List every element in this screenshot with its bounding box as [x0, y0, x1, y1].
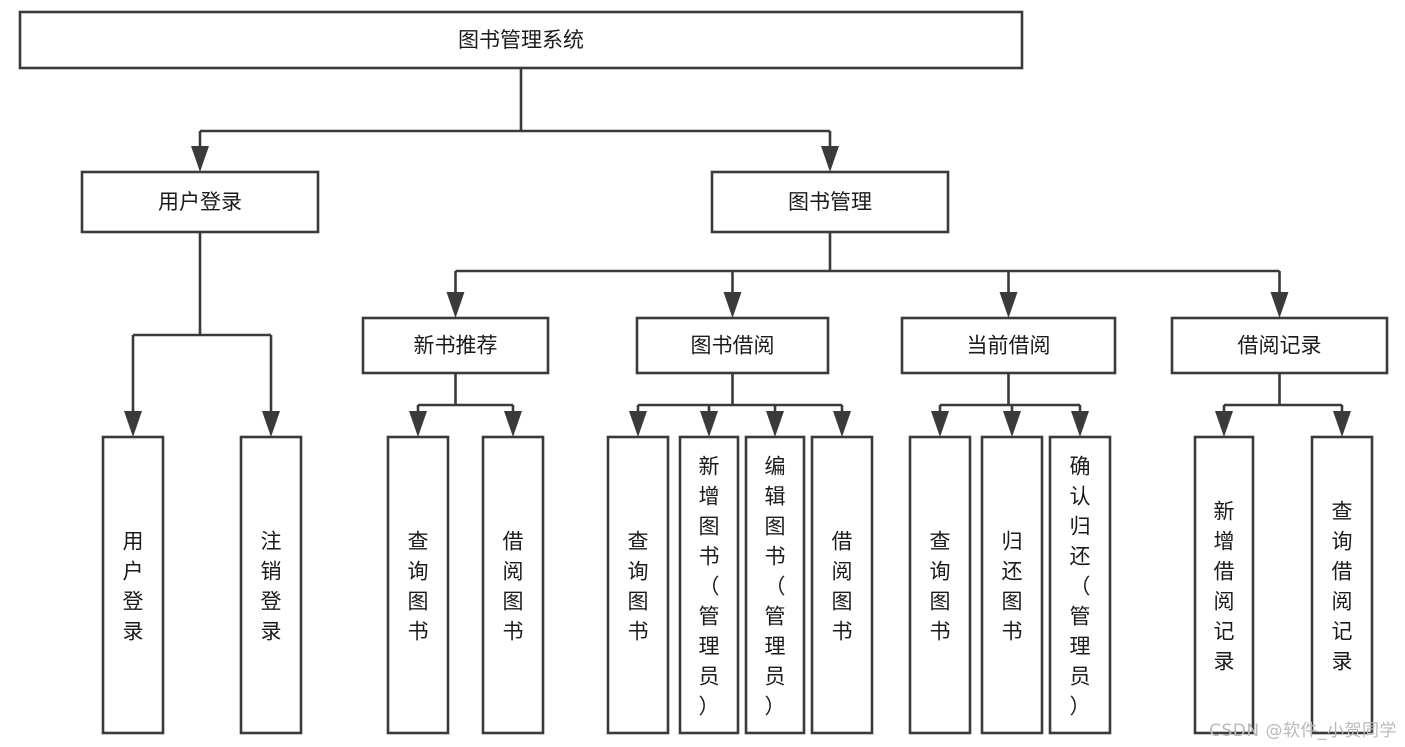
arrow-head-icon — [821, 146, 839, 172]
node-box[interactable] — [361, 316, 550, 375]
arrow-head-icon — [1333, 411, 1351, 437]
node-root[interactable]: 图书管理系统 — [18, 10, 1024, 70]
node-leaf_logout_login[interactable]: 注销登录 — [239, 435, 303, 735]
node-leaf_edit_book[interactable]: 编辑图书（管理员） — [744, 435, 806, 735]
node-book_borrow[interactable]: 图书借阅 — [635, 316, 830, 375]
node-box[interactable] — [1193, 435, 1255, 735]
node-label: 图书借阅 — [691, 334, 775, 358]
node-box[interactable] — [908, 435, 972, 735]
node-box[interactable] — [386, 435, 450, 735]
node-label: 查询图书 — [408, 529, 429, 643]
node-box[interactable] — [101, 435, 165, 735]
node-leaf_query_record[interactable]: 查询借阅记录 — [1310, 435, 1374, 735]
node-label: 新增借阅记录 — [1214, 499, 1235, 673]
node-box[interactable] — [18, 10, 1024, 70]
node-box[interactable] — [1310, 435, 1374, 735]
node-leaf_query_book_1[interactable]: 查询图书 — [386, 435, 450, 735]
arrow-head-icon — [409, 411, 427, 437]
node-leaf_return_book[interactable]: 归还图书 — [980, 435, 1044, 735]
node-label: 编辑图书（管理员） — [765, 454, 786, 718]
arrow-head-icon — [504, 411, 522, 437]
node-label: 查询图书 — [628, 529, 649, 643]
node-label: 新书推荐 — [414, 334, 498, 358]
node-leaf_borrow_book_1[interactable]: 借阅图书 — [481, 435, 545, 735]
node-label: 确认归还（管理员） — [1070, 454, 1091, 718]
arrow-head-icon — [1003, 411, 1021, 437]
node-box[interactable] — [710, 170, 950, 234]
node-leaf_query_book_3[interactable]: 查询图书 — [908, 435, 972, 735]
arrow-head-icon — [833, 411, 851, 437]
node-box[interactable] — [744, 435, 806, 735]
arrow-head-icon — [1270, 292, 1289, 318]
watermark-text: CSDN @软件_小贺同学 — [1209, 721, 1397, 741]
node-current_borrow[interactable]: 当前借阅 — [900, 316, 1117, 375]
arrow-head-icon — [1071, 411, 1089, 437]
node-box[interactable] — [635, 316, 830, 375]
node-label: 用户登录 — [123, 529, 144, 643]
arrow-head-icon — [191, 146, 209, 172]
node-box[interactable] — [900, 316, 1117, 375]
arrow-head-icon — [931, 411, 949, 437]
arrow-head-icon — [124, 411, 142, 437]
node-box[interactable] — [1170, 316, 1389, 375]
node-new_book_recommend[interactable]: 新书推荐 — [361, 316, 550, 375]
node-label: 当前借阅 — [967, 334, 1051, 358]
node-label: 借阅图书 — [503, 529, 524, 643]
node-label: 图书管理系统 — [458, 28, 584, 52]
node-box[interactable] — [678, 435, 740, 735]
arrow-head-icon — [629, 411, 647, 437]
arrow-head-icon — [1215, 411, 1233, 437]
node-label: 借阅记录 — [1238, 334, 1322, 358]
node-leaf_query_book_2[interactable]: 查询图书 — [606, 435, 670, 735]
node-box[interactable] — [1048, 435, 1112, 735]
node-label: 用户登录 — [158, 190, 242, 214]
node-book_manage[interactable]: 图书管理 — [710, 170, 950, 234]
node-label: 归还图书 — [1002, 529, 1023, 643]
node-label: 查询借阅记录 — [1332, 499, 1353, 673]
node-box[interactable] — [80, 170, 320, 234]
node-leaf_borrow_book_2[interactable]: 借阅图书 — [810, 435, 874, 735]
connectors-layer — [124, 68, 1351, 437]
arrow-head-icon — [700, 411, 718, 437]
node-label: 查询图书 — [930, 529, 951, 643]
node-borrow_record[interactable]: 借阅记录 — [1170, 316, 1389, 375]
arrow-head-icon — [446, 292, 465, 318]
node-box[interactable] — [980, 435, 1044, 735]
node-leaf_user_login[interactable]: 用户登录 — [101, 435, 165, 735]
node-user_login[interactable]: 用户登录 — [80, 170, 320, 234]
node-box[interactable] — [810, 435, 874, 735]
node-box[interactable] — [239, 435, 303, 735]
node-label: 借阅图书 — [832, 529, 853, 643]
arrow-head-icon — [723, 292, 742, 318]
node-box[interactable] — [606, 435, 670, 735]
arrow-head-icon — [766, 411, 784, 437]
node-label: 新增图书（管理员） — [699, 454, 720, 718]
node-label: 图书管理 — [788, 190, 872, 214]
node-leaf_confirm_return[interactable]: 确认归还（管理员） — [1048, 435, 1112, 735]
node-leaf_add_book[interactable]: 新增图书（管理员） — [678, 435, 740, 735]
node-leaf_add_record[interactable]: 新增借阅记录 — [1193, 435, 1255, 735]
node-box[interactable] — [481, 435, 545, 735]
arrow-head-icon — [262, 411, 280, 437]
node-label: 注销登录 — [261, 529, 282, 643]
arrow-head-icon — [999, 292, 1018, 318]
nodes-layer: 图书管理系统用户登录图书管理新书推荐图书借阅当前借阅借阅记录用户登录注销登录查询… — [18, 10, 1389, 735]
